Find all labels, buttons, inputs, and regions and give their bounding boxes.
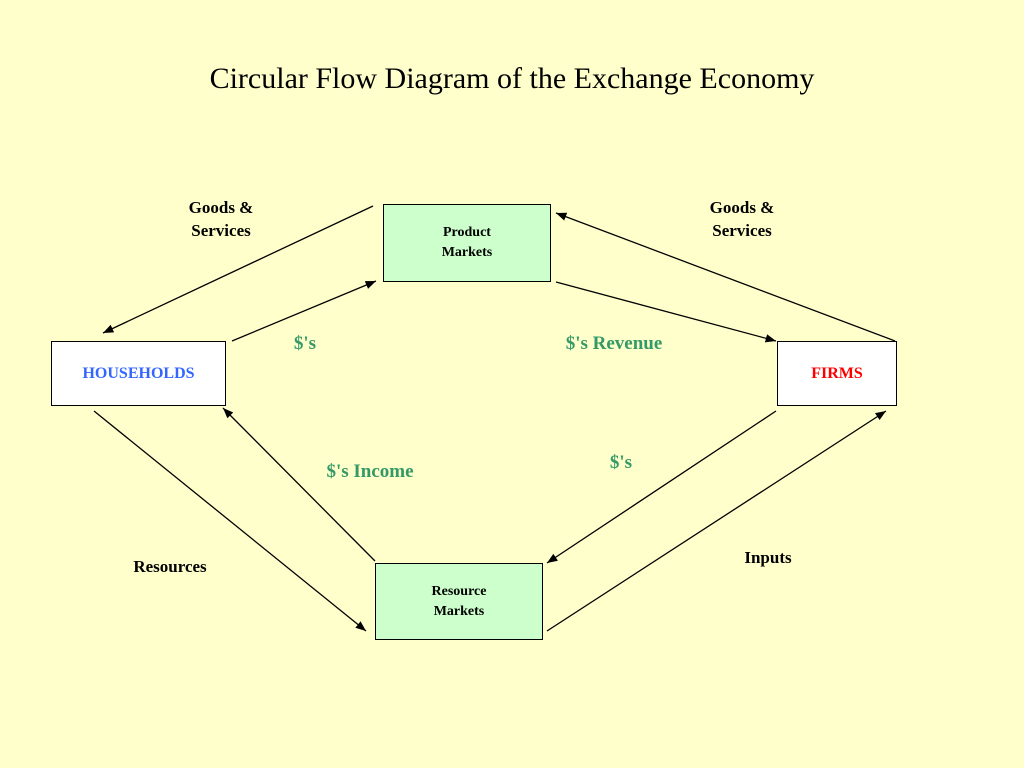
arrow-households-to-product [231, 280, 377, 342]
dollars-households-label: $'s [293, 333, 317, 354]
firms-label: FIRMS [811, 364, 863, 382]
dollars-income-label: $'s Income [326, 461, 414, 482]
resource-markets-label: Resource Markets [431, 583, 487, 619]
arrow-product-to-firms [555, 281, 777, 343]
product-markets-label: Product Markets [441, 225, 493, 260]
firms-box: FIRMS [777, 341, 897, 406]
arrow-households-to-resource [93, 410, 367, 632]
page-title: Circular Flow Diagram of the Exchange Ec… [209, 62, 815, 95]
arrow-firms-to-resource [546, 410, 777, 564]
goods-services-left-label: Goods & Services [188, 198, 254, 240]
goods-services-right-label: Goods & Services [709, 198, 775, 240]
arrow-resource-to-households [222, 407, 376, 562]
arrow-product-to-households [102, 205, 374, 334]
inputs-label: Inputs [744, 548, 792, 567]
resource-markets-box: Resource Markets [375, 563, 543, 640]
households-box: HOUSEHOLDS [51, 341, 226, 406]
households-label: HOUSEHOLDS [82, 364, 195, 382]
resources-label: Resources [133, 557, 207, 576]
dollars-revenue-label: $'s Revenue [565, 333, 663, 354]
product-markets-box: Product Markets [383, 204, 551, 282]
arrow-resource-to-firms [546, 410, 887, 632]
arrow-firms-to-product [555, 212, 896, 342]
dollars-firms-label: $'s [609, 452, 633, 473]
